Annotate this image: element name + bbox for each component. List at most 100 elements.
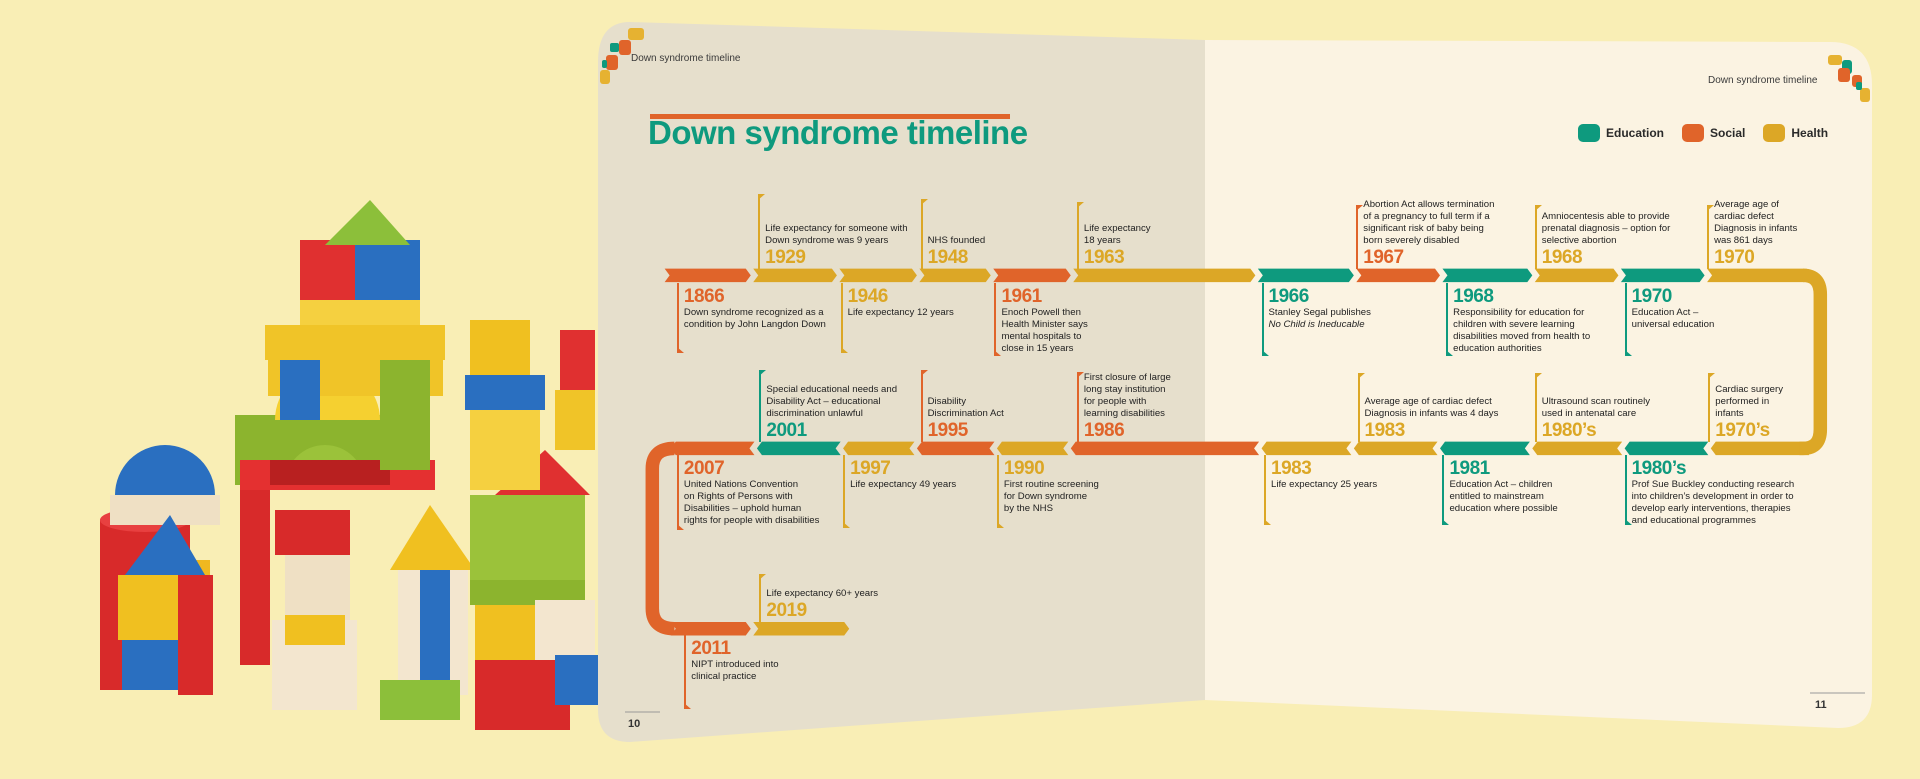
event-marker-pole: [684, 635, 692, 710]
flag-icon: [1076, 371, 1084, 378]
event-description: United Nations Convention on Rights of P…: [683, 479, 820, 527]
event-description: Prof Sue Buckley conducting research int…: [1631, 479, 1795, 527]
event-marker-pole: [1707, 204, 1715, 269]
timeline-segment-health: [843, 441, 915, 456]
legend-label: Social: [1710, 126, 1746, 140]
corner-decoration-left: [600, 28, 644, 84]
legend-health: Health: [1763, 124, 1828, 142]
foot-icon: [1442, 519, 1450, 526]
timeline-segment-education: [1257, 268, 1354, 283]
event-description: Life expectancy 18 years: [1083, 222, 1151, 246]
flag-icon: [759, 574, 767, 581]
event-description: Life expectancy for someone with Down sy…: [765, 222, 908, 246]
foot-icon: [843, 521, 851, 528]
event-marker-pole: [1446, 283, 1454, 356]
event-marker-pole: [843, 455, 851, 528]
event-description: Life expectancy 60+ years: [766, 587, 879, 599]
timeline-segment-social: [670, 621, 751, 636]
timeline-event-education: Special educational needs and Disability…: [766, 384, 897, 441]
timeline-segment-social: [916, 441, 995, 456]
foot-icon: [840, 347, 848, 354]
event-marker-pole: [1356, 204, 1364, 269]
legend: Education Social Health: [1578, 124, 1828, 142]
timeline-segment-health: [996, 441, 1069, 456]
timeline-segment-education: [756, 441, 841, 456]
flag-icon: [920, 370, 928, 377]
event-year: 2011: [691, 638, 731, 660]
flag-icon: [1356, 204, 1364, 211]
book-title: No Child is Ineducable: [1268, 319, 1365, 331]
flag-icon: [1534, 204, 1542, 211]
foot-icon: [1624, 519, 1632, 526]
event-year: 1963: [1083, 246, 1125, 268]
event-description: Amniocentesis able to provide prenatal d…: [1541, 210, 1671, 246]
event-description: Enoch Powell then Health Minister says m…: [1001, 307, 1088, 355]
event-year: 1990: [1003, 458, 1045, 480]
event-marker-pole: [676, 455, 684, 530]
event-year: 1866: [683, 286, 725, 308]
page-number-left: 10: [628, 718, 641, 730]
timeline-segment-social: [670, 441, 755, 456]
event-description: Abortion Act allows termination of a pre…: [1363, 198, 1495, 246]
event-description: Life expectancy 25 years: [1271, 479, 1378, 491]
timeline-segment-education: [1624, 441, 1709, 456]
timeline-segment-social: [1356, 268, 1440, 283]
foot-icon: [994, 349, 1002, 356]
timeline-turn-left: [645, 441, 675, 636]
timeline-segment-health: [1534, 268, 1619, 283]
event-marker-pole: [996, 455, 1004, 528]
event-year: 1980’s: [1631, 458, 1687, 480]
event-marker-pole: [1264, 455, 1271, 526]
event-description: Ultrasound scan routinely used in antena…: [1541, 395, 1651, 419]
event-year: 1970’s: [1715, 419, 1770, 441]
event-description: Cardiac surgery performed in infants: [1715, 383, 1784, 419]
event-description: Average age of cardiac defect Diagnosis …: [1364, 395, 1499, 419]
event-year: 1966: [1268, 286, 1310, 308]
event-year: 1961: [1001, 286, 1042, 308]
event-description: Disability Discrimination Act: [927, 395, 1004, 419]
event-description: Education Act – children entitled to mai…: [1449, 479, 1558, 515]
legend-social: Social: [1682, 124, 1745, 142]
right-page: [1205, 40, 1872, 728]
timeline-segment-health: [1532, 441, 1623, 456]
event-marker-pole: [1624, 283, 1632, 356]
timeline-event-social: Abortion Act allows termination of a pre…: [1363, 199, 1494, 268]
left-page: [598, 22, 1205, 742]
event-year: 1981: [1449, 458, 1490, 480]
timeline-event-health: Average age of cardiac defect Diagnosis …: [1714, 199, 1797, 268]
event-marker-pole: [920, 370, 928, 442]
event-year: 2001: [766, 419, 807, 441]
event-year: 1983: [1364, 419, 1406, 441]
event-marker-pole: [1708, 372, 1716, 442]
timeline-event-health: Life expectancy for someone with Down sy…: [765, 223, 907, 268]
toy-blocks: [100, 200, 605, 730]
legend-label: Health: [1791, 126, 1829, 140]
timeline-segment-health: [1261, 441, 1352, 456]
timeline-segment-health: [1707, 268, 1810, 283]
page-title: Down syndrome timeline: [648, 114, 1028, 151]
event-marker-pole: [1624, 455, 1632, 526]
event-marker-pole: [759, 370, 767, 442]
event-description: Stanley Segal publishes: [1268, 307, 1371, 319]
event-year: 1970: [1714, 246, 1755, 268]
timeline-segment-health: [753, 268, 837, 283]
flag-icon: [1707, 204, 1715, 211]
timeline-track: [645, 268, 1828, 636]
flag-icon: [920, 198, 928, 205]
health-swatch: [1763, 124, 1786, 142]
timeline-event-health: Average age of cardiac defect Diagnosis …: [1365, 396, 1499, 441]
event-description: First routine screening for Down syndrom…: [1003, 479, 1099, 515]
event-marker-pole: [1534, 204, 1542, 269]
event-year: 2019: [766, 599, 807, 621]
